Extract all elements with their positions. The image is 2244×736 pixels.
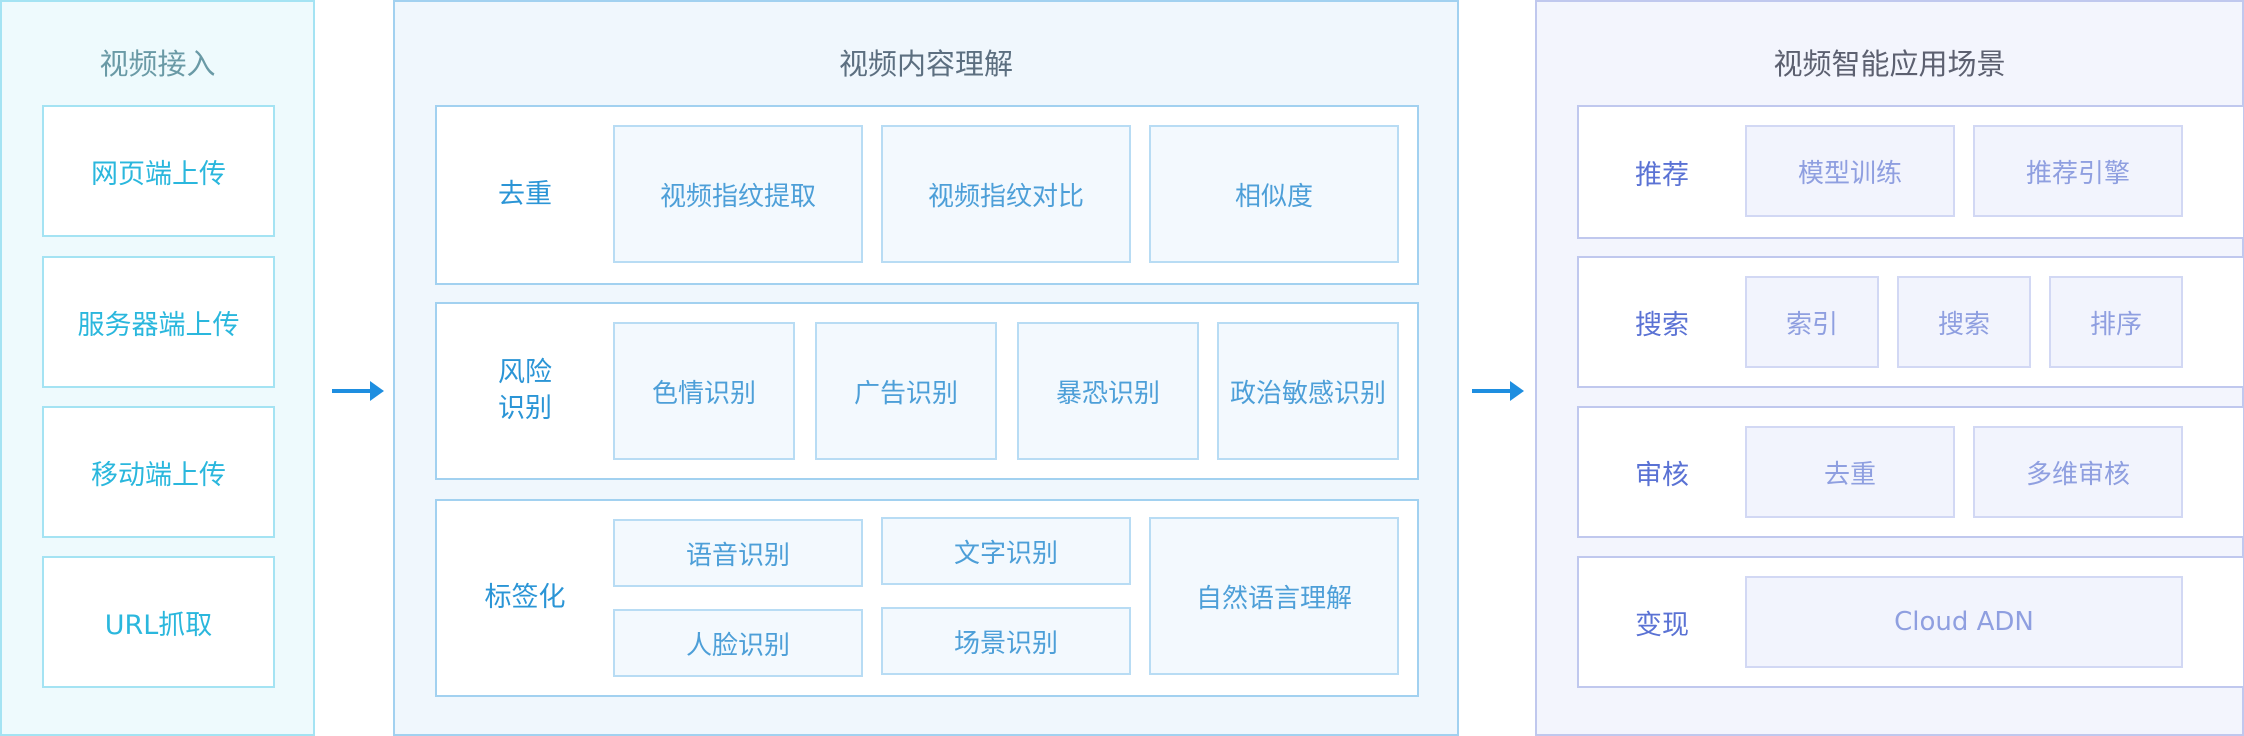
- cell-porn-detection: 色情识别: [613, 322, 795, 460]
- panel-video-understanding: 视频内容理解 去重 视频指纹提取 视频指纹对比 相似度 风险 识别 色情识别 广…: [393, 0, 1459, 736]
- group-label: 变现: [1635, 609, 1689, 641]
- cell-index: 索引: [1745, 276, 1879, 368]
- group-label: 标签化: [484, 582, 566, 613]
- cell-terror-detection: 暴恐识别: [1017, 322, 1199, 460]
- group-label: 去重: [498, 179, 552, 210]
- group-tagging: 标签化 语音识别 文字识别 人脸识别 场景识别 自然语言理解: [435, 499, 1419, 697]
- cell-speech-recognition: 语音识别: [613, 519, 863, 587]
- cell-multi-review: 多维审核: [1973, 426, 2183, 518]
- cell-nlu: 自然语言理解: [1149, 517, 1399, 675]
- cell-fingerprint-compare: 视频指纹对比: [881, 125, 1131, 263]
- group-label: 审核: [1635, 459, 1689, 491]
- cell-dedup: 去重: [1745, 426, 1955, 518]
- ingest-item-mobile-upload: 移动端上传: [42, 406, 275, 538]
- group-label: 风险 识别: [437, 304, 613, 478]
- group-dedup: 去重 视频指纹提取 视频指纹对比 相似度: [435, 105, 1419, 285]
- panel-title: 视频内容理解: [838, 47, 1013, 81]
- group-review: 审核 去重 多维审核: [1577, 406, 2244, 538]
- group-label-line1: 风险: [498, 357, 552, 388]
- panel-video-ingest: 视频接入 网页端上传 服务器端上传 移动端上传 URL抓取: [0, 0, 315, 736]
- cell-ad-detection: 广告识别: [815, 322, 997, 460]
- cell-recommendation-engine: 推荐引擎: [1973, 125, 2183, 217]
- cell-fingerprint-extract: 视频指纹提取: [613, 125, 863, 263]
- ingest-item-web-upload: 网页端上传: [42, 105, 275, 237]
- arrow-right-icon: [1472, 381, 1524, 401]
- cell-face-recognition: 人脸识别: [613, 609, 863, 677]
- ingest-item-url-fetch: URL抓取: [42, 556, 275, 688]
- ingest-item-server-upload: 服务器端上传: [42, 256, 275, 388]
- cell-cloud-adn: Cloud ADN: [1745, 576, 2183, 668]
- group-label: 搜索: [1635, 309, 1689, 341]
- group-label-line2: 识别: [498, 393, 552, 424]
- group-risk-detection: 风险 识别 色情识别 广告识别 暴恐识别 政治敏感识别: [435, 302, 1419, 480]
- arrow-right-icon: [332, 381, 384, 401]
- group-search: 搜索 索引 搜索 排序: [1577, 256, 2244, 388]
- panel-title: 视频接入: [99, 47, 216, 81]
- group-label: 推荐: [1635, 159, 1689, 191]
- cell-political-detection: 政治敏感识别: [1217, 322, 1399, 460]
- group-monetization: 变现 Cloud ADN: [1577, 556, 2244, 688]
- cell-search: 搜索: [1897, 276, 2031, 368]
- cell-ranking: 排序: [2049, 276, 2183, 368]
- cell-text-recognition: 文字识别: [881, 517, 1131, 585]
- panel-application-scenarios: 视频智能应用场景 推荐 模型训练 推荐引擎 搜索 索引 搜索 排序 审核 去重 …: [1535, 0, 2244, 736]
- cell-scene-recognition: 场景识别: [881, 607, 1131, 675]
- panel-title: 视频智能应用场景: [1773, 47, 2006, 81]
- group-recommendation: 推荐 模型训练 推荐引擎: [1577, 105, 2244, 239]
- cell-model-training: 模型训练: [1745, 125, 1955, 217]
- cell-similarity: 相似度: [1149, 125, 1399, 263]
